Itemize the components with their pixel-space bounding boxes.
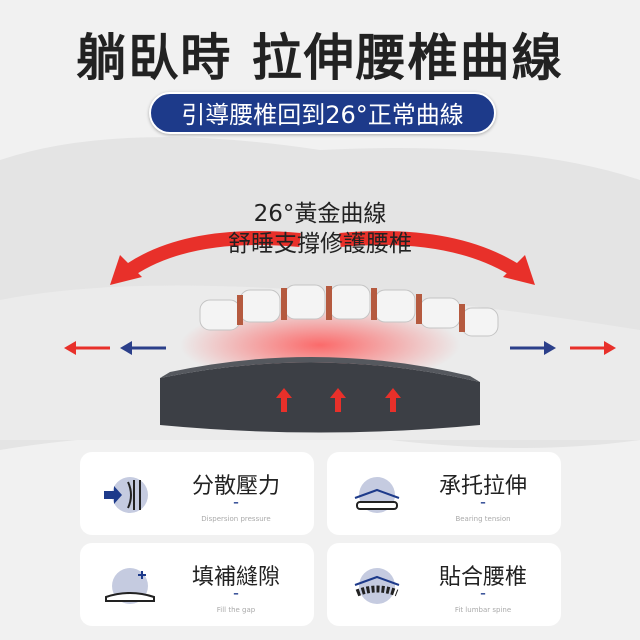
lumbar-pillow — [160, 362, 480, 433]
spine-vertebrae — [199, 284, 499, 337]
subtitle-badge: 引導腰椎回到26°正常曲線 — [149, 92, 496, 134]
pressure-dispersion-icon — [104, 477, 148, 513]
feature-card-spine: 貼合腰椎–Fit lumbar spine — [327, 543, 561, 626]
side-arrow-icons — [64, 341, 616, 355]
fit-spine-icon — [354, 568, 400, 604]
feature-card-pressure: 分散壓力–Dispersion pressure — [80, 452, 314, 535]
curve-caption: 26°黃金曲線 — [253, 201, 387, 227]
bearing-tension-icon — [354, 477, 400, 513]
feature-card-gap: 填補縫隙–Fill the gap — [80, 543, 314, 626]
page-title: 躺臥時 拉伸腰椎曲線 — [76, 29, 564, 87]
support-caption: 舒睡支撐修護腰椎 — [228, 231, 412, 257]
curved-arrow-left-icon — [126, 231, 301, 276]
curved-arrow-right-icon — [339, 231, 519, 276]
feature-card-bearing: 承托拉伸–Bearing tension — [327, 452, 561, 535]
up-arrow-icons — [276, 388, 401, 412]
fill-gap-icon — [105, 568, 155, 604]
